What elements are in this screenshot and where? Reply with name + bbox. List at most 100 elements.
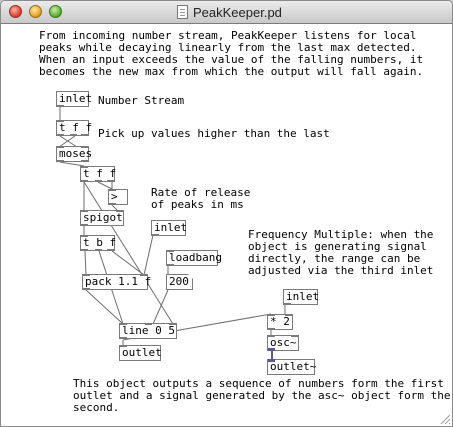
object-label: pack 1.1 f <box>85 275 152 288</box>
signal-outlet-port[interactable] <box>268 348 275 351</box>
patch-canvas[interactable]: From incoming number stream, PeakKeeper … <box>1 24 452 426</box>
trigger-object[interactable]: t b f <box>80 235 117 251</box>
inlet-port[interactable] <box>120 323 127 325</box>
inlet-port[interactable] <box>167 250 174 252</box>
object-label: t b f <box>83 236 117 249</box>
number-box[interactable]: 200 <box>166 274 193 290</box>
outlet-port[interactable] <box>81 160 88 162</box>
inlet-port[interactable] <box>81 166 88 168</box>
pack-object[interactable]: pack 1.1 f <box>82 274 152 290</box>
inlet-port[interactable] <box>291 335 298 337</box>
number-stream-comment: Number Stream <box>98 94 185 107</box>
outlet-port[interactable] <box>284 303 291 305</box>
wire <box>83 181 174 325</box>
zoom-window-button[interactable] <box>49 5 62 18</box>
inlet-port[interactable] <box>268 335 275 337</box>
trigger-object[interactable]: t f f <box>56 120 93 136</box>
outlet-port[interactable] <box>57 160 64 162</box>
line-object[interactable]: line 0 5 <box>119 323 177 339</box>
outlet-port[interactable] <box>81 249 88 251</box>
outlet-port[interactable] <box>268 328 275 330</box>
resize-grip-icon[interactable] <box>439 413 451 425</box>
object-label: * 2 <box>270 315 290 328</box>
object-label: loadbang <box>169 251 222 264</box>
wire <box>152 289 169 325</box>
wire <box>59 135 78 148</box>
object-label: outlet <box>122 346 162 359</box>
object-label: inlet <box>286 290 320 303</box>
outlet-port[interactable] <box>70 134 77 136</box>
outlet-port[interactable] <box>109 203 116 205</box>
description-comment: From incoming number stream, PeakKeeper … <box>39 29 424 78</box>
object-label: inlet <box>154 221 188 234</box>
inlet-port[interactable] <box>83 274 90 276</box>
wire <box>111 250 145 276</box>
wire <box>84 250 87 276</box>
outlet-port[interactable] <box>57 134 64 136</box>
wire <box>143 234 154 276</box>
frequency-comment: Frequency Multiple: when the object is g… <box>248 228 434 277</box>
rate-comment: Rate of release of peaks in ms <box>151 186 251 211</box>
inlet-port[interactable] <box>116 210 123 212</box>
object-label: > <box>111 190 118 203</box>
wire <box>85 289 124 325</box>
spigot-object[interactable]: spigot <box>80 210 124 226</box>
object-label: line 0 5 <box>122 324 175 337</box>
object-label: inlet <box>59 92 93 105</box>
signal-outlet-object[interactable]: outlet~ <box>267 359 317 375</box>
inlet-port[interactable] <box>268 314 275 316</box>
outlet-port[interactable] <box>107 180 114 182</box>
multiply-object[interactable]: * 2 <box>267 314 293 330</box>
outlet-port[interactable] <box>81 224 88 226</box>
object-label: t f f <box>83 167 117 180</box>
wire <box>59 161 85 167</box>
outlet-port[interactable] <box>57 105 64 107</box>
wire <box>58 135 76 148</box>
wire <box>97 181 113 190</box>
trigger-object[interactable]: t f f <box>80 166 117 182</box>
inlet-port[interactable] <box>81 146 88 148</box>
footer-comment: This object outputs a sequence of number… <box>73 377 451 414</box>
outlet-port[interactable] <box>107 249 114 251</box>
outlet-port[interactable] <box>95 249 102 251</box>
window-title: PeakKeeper.pd <box>193 5 282 20</box>
inlet-port[interactable] <box>57 120 64 122</box>
inlet-port[interactable] <box>140 274 147 276</box>
inlet-port[interactable] <box>285 314 292 316</box>
inlet-port[interactable] <box>109 189 116 191</box>
moses-object[interactable]: moses <box>56 146 93 162</box>
inlet-port[interactable] <box>169 323 176 325</box>
outlet-port[interactable] <box>167 264 174 266</box>
object-label: t f f <box>59 121 93 134</box>
outlet-port[interactable] <box>152 234 159 236</box>
signal-inlet-port[interactable] <box>268 359 275 362</box>
close-window-button[interactable] <box>9 5 22 18</box>
inlet-number-object[interactable]: inlet <box>56 91 93 107</box>
outlet-port[interactable] <box>83 288 90 290</box>
pick-up-comment: Pick up values higher than the last <box>98 127 330 140</box>
inlet-port[interactable] <box>57 146 64 148</box>
compare-object[interactable]: > <box>108 189 128 205</box>
number-value: 200 <box>169 275 189 288</box>
outlet-port[interactable] <box>81 180 88 182</box>
outlet-port[interactable] <box>81 134 88 136</box>
title-bar[interactable]: PeakKeeper.pd <box>1 1 452 24</box>
inlet-port[interactable] <box>120 345 127 347</box>
object-label: outlet~ <box>270 360 317 373</box>
patch-connections <box>58 107 286 359</box>
outlet-port[interactable] <box>95 180 102 182</box>
inlet-port[interactable] <box>81 235 88 237</box>
outlet-port[interactable] <box>120 337 127 339</box>
document-icon <box>177 5 188 19</box>
inlet-frequency-object[interactable]: inlet <box>283 289 320 305</box>
object-label: osc~ <box>270 336 297 349</box>
osc-object[interactable]: osc~ <box>267 335 299 351</box>
inlet-rate-object[interactable]: inlet <box>151 220 188 236</box>
minimize-window-button[interactable] <box>29 5 42 18</box>
inlet-port[interactable] <box>81 210 88 212</box>
loadbang-object[interactable]: loadbang <box>166 250 222 266</box>
outlet-object[interactable]: outlet <box>119 345 162 361</box>
inlet-port[interactable] <box>145 323 152 325</box>
object-label: moses <box>59 147 93 160</box>
